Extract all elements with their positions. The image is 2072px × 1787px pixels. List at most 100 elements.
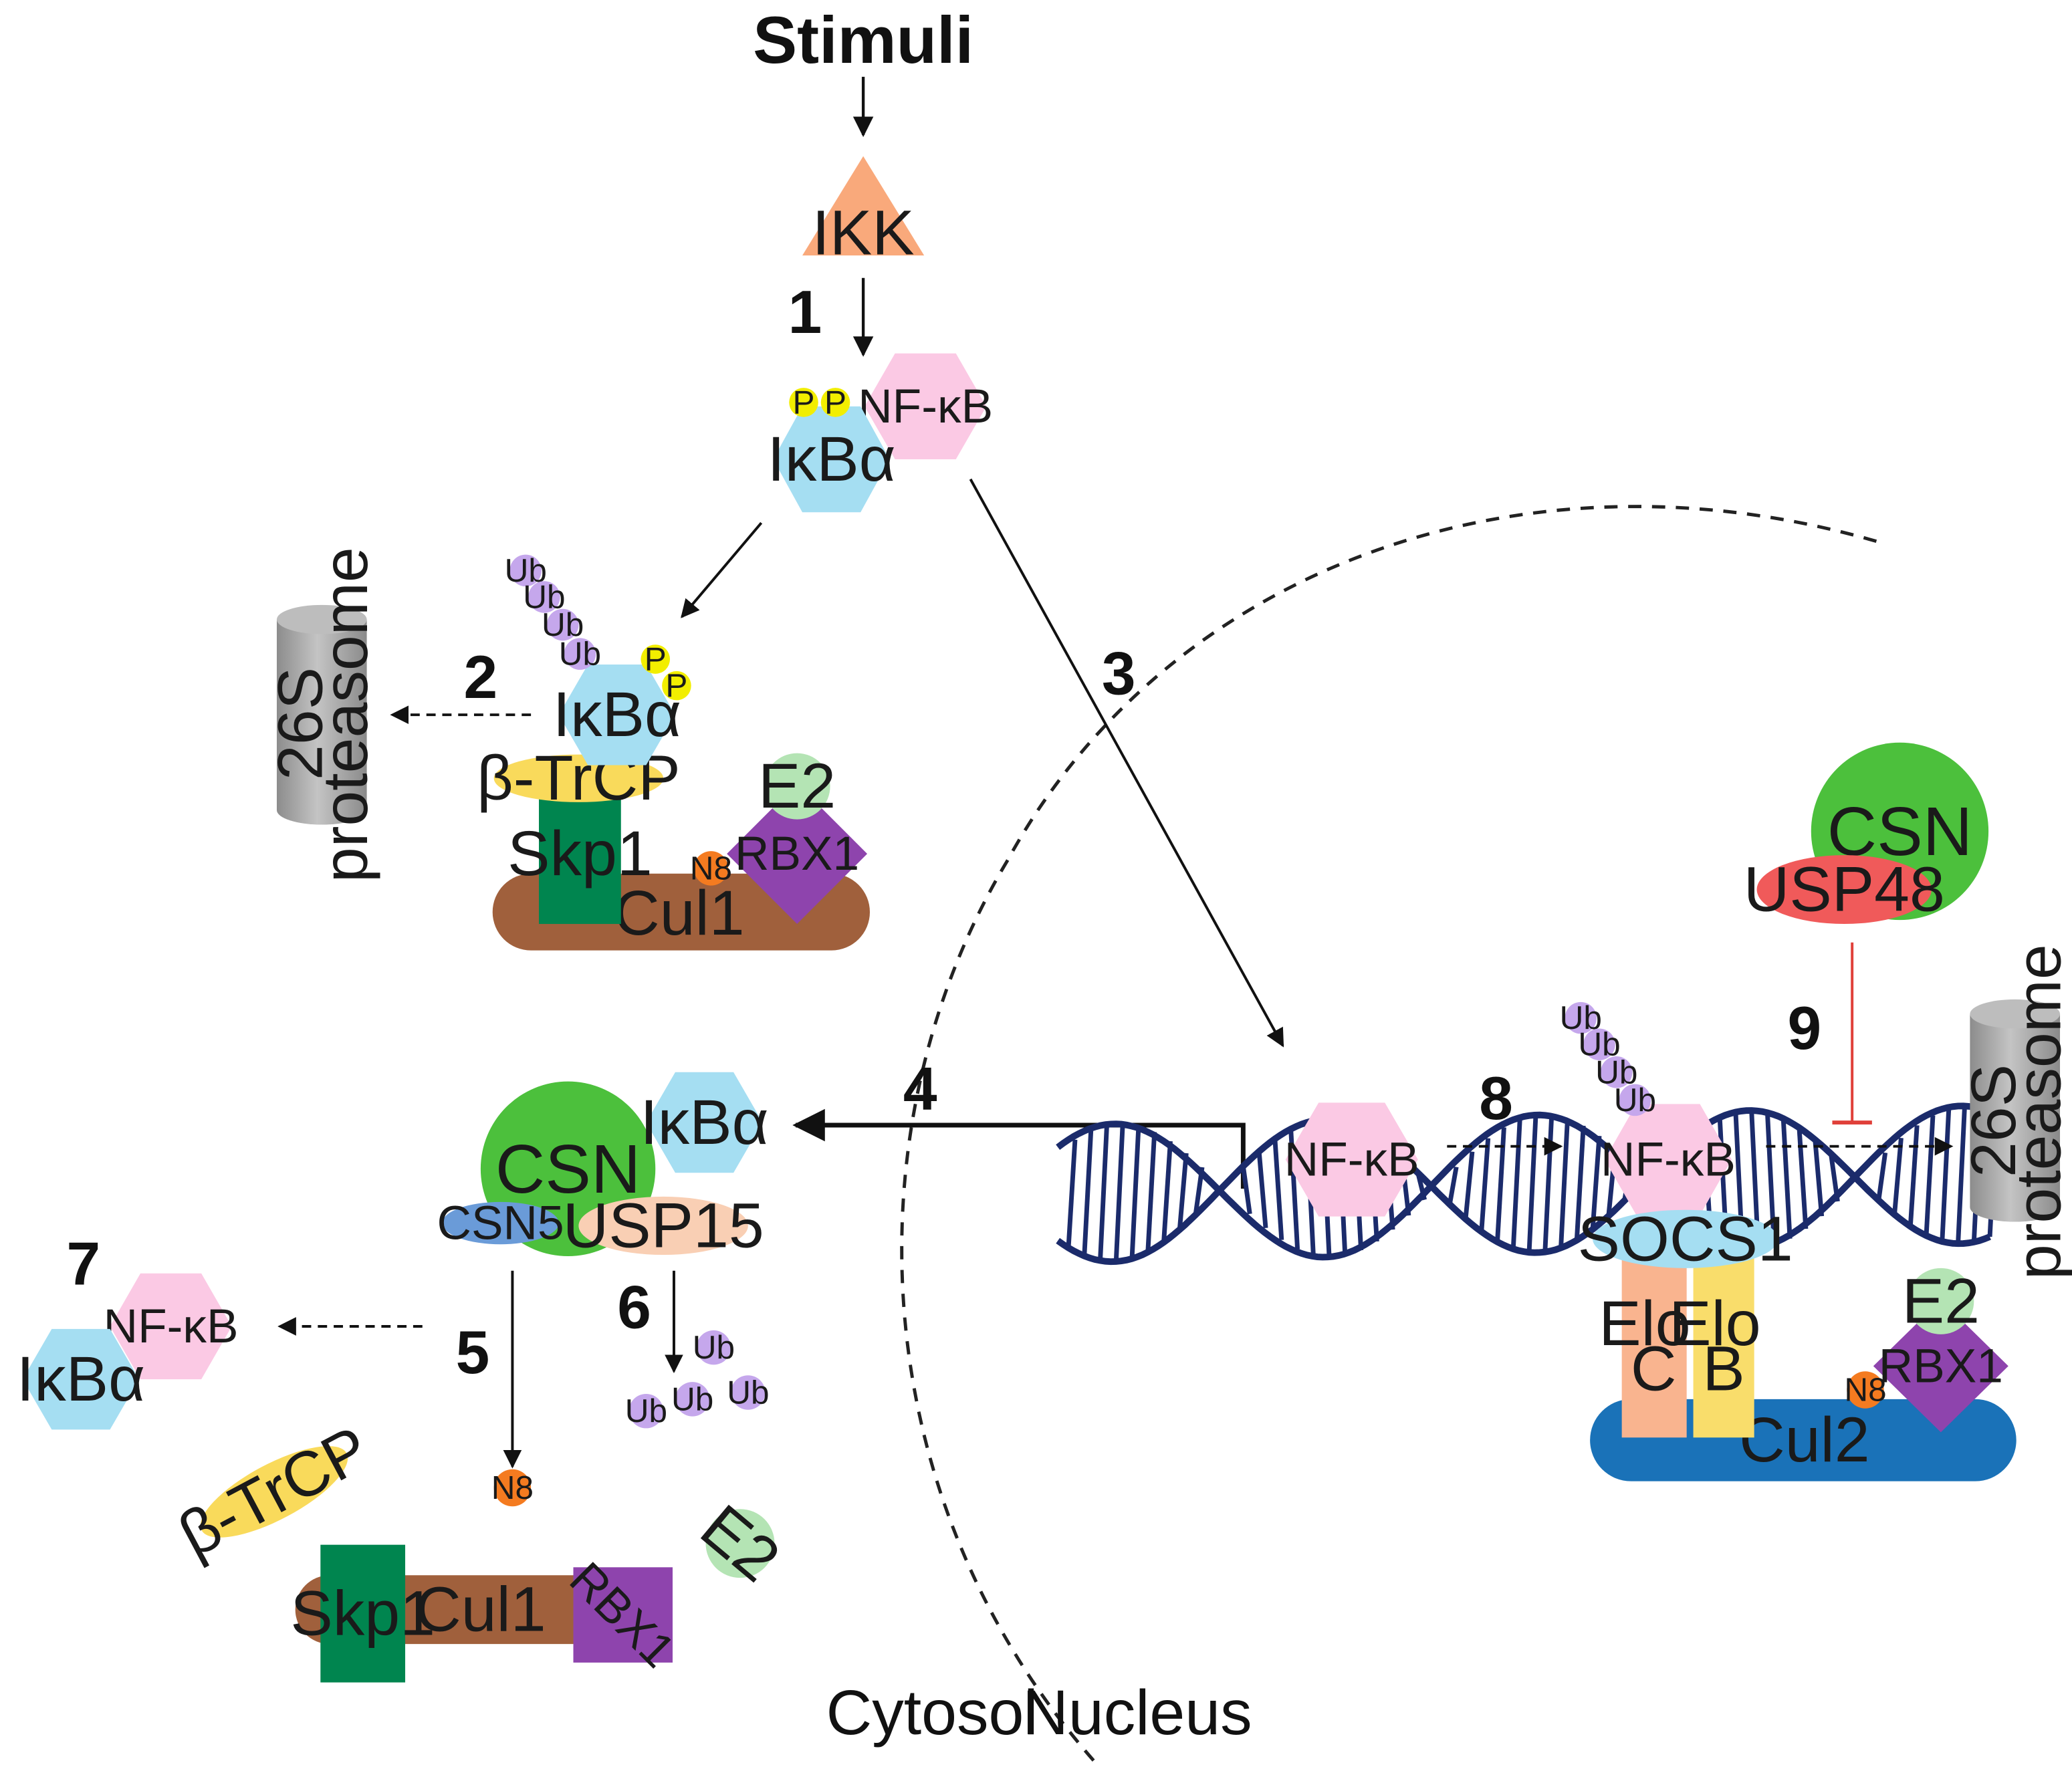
- dna-strand-b: [1056, 1102, 1991, 1261]
- usp48-ellipse: [1756, 855, 1932, 925]
- proteasome-right-line1: 26S: [1958, 1064, 2029, 1177]
- step-5-label: 5: [456, 1319, 490, 1387]
- scf-dissociated: β-TrCP E2 Cul1 Skp1 RBX1: [168, 1413, 793, 1683]
- ub-2-mid-label: Ub: [523, 578, 565, 615]
- csn-label-left: CSN: [495, 1130, 641, 1207]
- step-3-label: 3: [1102, 640, 1136, 707]
- stimuli-label: Stimuli: [753, 3, 973, 77]
- ub-3-right-label: Ub: [1595, 1054, 1637, 1090]
- usp15-ellipse: [578, 1196, 748, 1256]
- ub-2-mid: [528, 581, 560, 613]
- ikba-label-mid: IκBα: [553, 679, 681, 750]
- ikba-hexagon-left: [22, 1328, 140, 1430]
- dna-rung: [1559, 1118, 1570, 1248]
- phospho-1-mid: [641, 644, 671, 674]
- dna-rung: [1066, 1139, 1078, 1248]
- skp1-rect-top: [539, 786, 621, 925]
- csn5-label: CSN5: [437, 1197, 564, 1250]
- step-4-label: 4: [903, 1056, 937, 1123]
- phospho-2-top: [820, 388, 850, 417]
- dna-rung: [1161, 1141, 1173, 1243]
- dna-rung: [1542, 1115, 1555, 1252]
- ikba-hexagon-csn: [646, 1072, 763, 1173]
- csn-complex-left: CSN IκBα CSN5 USP15: [437, 1072, 769, 1261]
- dna-rung: [1447, 1166, 1459, 1205]
- proteasome-right-line2: proteasome: [2003, 944, 2072, 1280]
- nfkb-label-nucleus: NF-κB: [1284, 1133, 1419, 1186]
- cytosol-label: Cytosol: [826, 1677, 1038, 1748]
- elo-b-line2: B: [1702, 1333, 1744, 1404]
- btrcp-top: [493, 754, 664, 802]
- phospho-2-mid: [662, 671, 691, 701]
- ub-3-mid: [546, 608, 579, 641]
- proteasome-left: 26S proteasome: [265, 547, 381, 882]
- nuclear-membrane: [900, 505, 1882, 1762]
- dna-rung: [1145, 1132, 1157, 1253]
- e2-circle-free: [705, 1509, 775, 1578]
- skp1-rect-free: [320, 1544, 406, 1683]
- dna-rung: [1479, 1138, 1491, 1232]
- phospho-1-top: [789, 388, 818, 417]
- e2-circle-right: [1908, 1268, 1974, 1334]
- dna-rung: [1764, 1112, 1776, 1245]
- ub-free-1-label: Ub: [693, 1329, 735, 1366]
- phospho-2-mid-label: P: [665, 667, 687, 704]
- proteasome-left-body: [276, 619, 367, 825]
- ub-4-mid: [564, 638, 596, 670]
- scf-complex-top: Cul1 Skp1 β-TrCP IκBα P P Ub Ub Ub Ub RB…: [477, 552, 871, 951]
- proteasome-right-label: 26S proteasome: [1958, 944, 2072, 1280]
- n8-label-right: N8: [1844, 1372, 1886, 1409]
- nucleus-label: Nucleus: [1022, 1677, 1252, 1748]
- complex-top: NF-κB IκBα P P: [767, 353, 993, 513]
- proteasome-right-body: [1970, 1014, 2061, 1222]
- e2-label-right: E2: [1902, 1266, 1980, 1336]
- usp15-label: USP15: [563, 1190, 764, 1261]
- ikk-node: IKK: [802, 156, 925, 268]
- n8-label-top: N8: [690, 850, 732, 886]
- dna-rung: [1113, 1124, 1125, 1262]
- dna-strand-a: [1056, 1107, 1991, 1266]
- proteasome-left-line2: proteasome: [310, 547, 381, 882]
- dna-rung: [1272, 1139, 1284, 1240]
- elo-b-label: Elo B: [1669, 1288, 1778, 1404]
- csn-complex-right: CSN USP48: [1744, 742, 1989, 925]
- e2-circle-top: [764, 753, 830, 820]
- step-7-label: 7: [67, 1230, 101, 1298]
- dna-rung: [1495, 1127, 1506, 1242]
- elo-c-rect: [1621, 1258, 1687, 1438]
- dna-rung: [1510, 1119, 1522, 1249]
- btrcp-free: [200, 1446, 348, 1538]
- dna-rung: [1574, 1125, 1586, 1241]
- socs1-label: SOCS1: [1578, 1203, 1793, 1274]
- elo-b-line1: Elo: [1669, 1288, 1760, 1359]
- released-ub: Ub Ub Ub Ub: [625, 1329, 770, 1429]
- arrow-4: [792, 1108, 1246, 1189]
- ikk-label: IKK: [812, 197, 915, 268]
- n8-circle-top: [693, 851, 729, 886]
- nfkb-hexagon-ub: [1604, 1104, 1732, 1215]
- dna-rung: [1940, 1108, 1952, 1242]
- arrow-3: [969, 478, 1284, 1048]
- dna-rung: [1876, 1152, 1888, 1201]
- dna-rung: [1956, 1106, 1967, 1244]
- ub-free-3-label: Ub: [625, 1393, 667, 1429]
- cul1-label-free: Cul1: [415, 1574, 546, 1645]
- ub-free-4: [731, 1375, 766, 1410]
- ub-1-right: [1565, 1001, 1597, 1034]
- dna-rung: [1797, 1127, 1809, 1229]
- ub-free-2: [675, 1382, 710, 1417]
- arrow-to-scf: [681, 521, 763, 618]
- elo-c-line2: C: [1631, 1333, 1677, 1404]
- elo-c-line1: Elo: [1599, 1288, 1690, 1359]
- socs1-ellipse: [1593, 1209, 1778, 1268]
- proteasome-right-top: [1970, 999, 2061, 1029]
- dna-rung: [1240, 1165, 1252, 1215]
- ub-4-right: [1619, 1084, 1651, 1116]
- nfkb-label-top: NF-κB: [858, 380, 993, 433]
- nfkb-hexagon-nucleus: [1285, 1102, 1418, 1217]
- step-8-label: 8: [1479, 1065, 1513, 1133]
- rbx1-label-top: RBX1: [735, 827, 859, 880]
- ub-free-1: [696, 1330, 731, 1365]
- cul2-label: Cul2: [1739, 1405, 1869, 1475]
